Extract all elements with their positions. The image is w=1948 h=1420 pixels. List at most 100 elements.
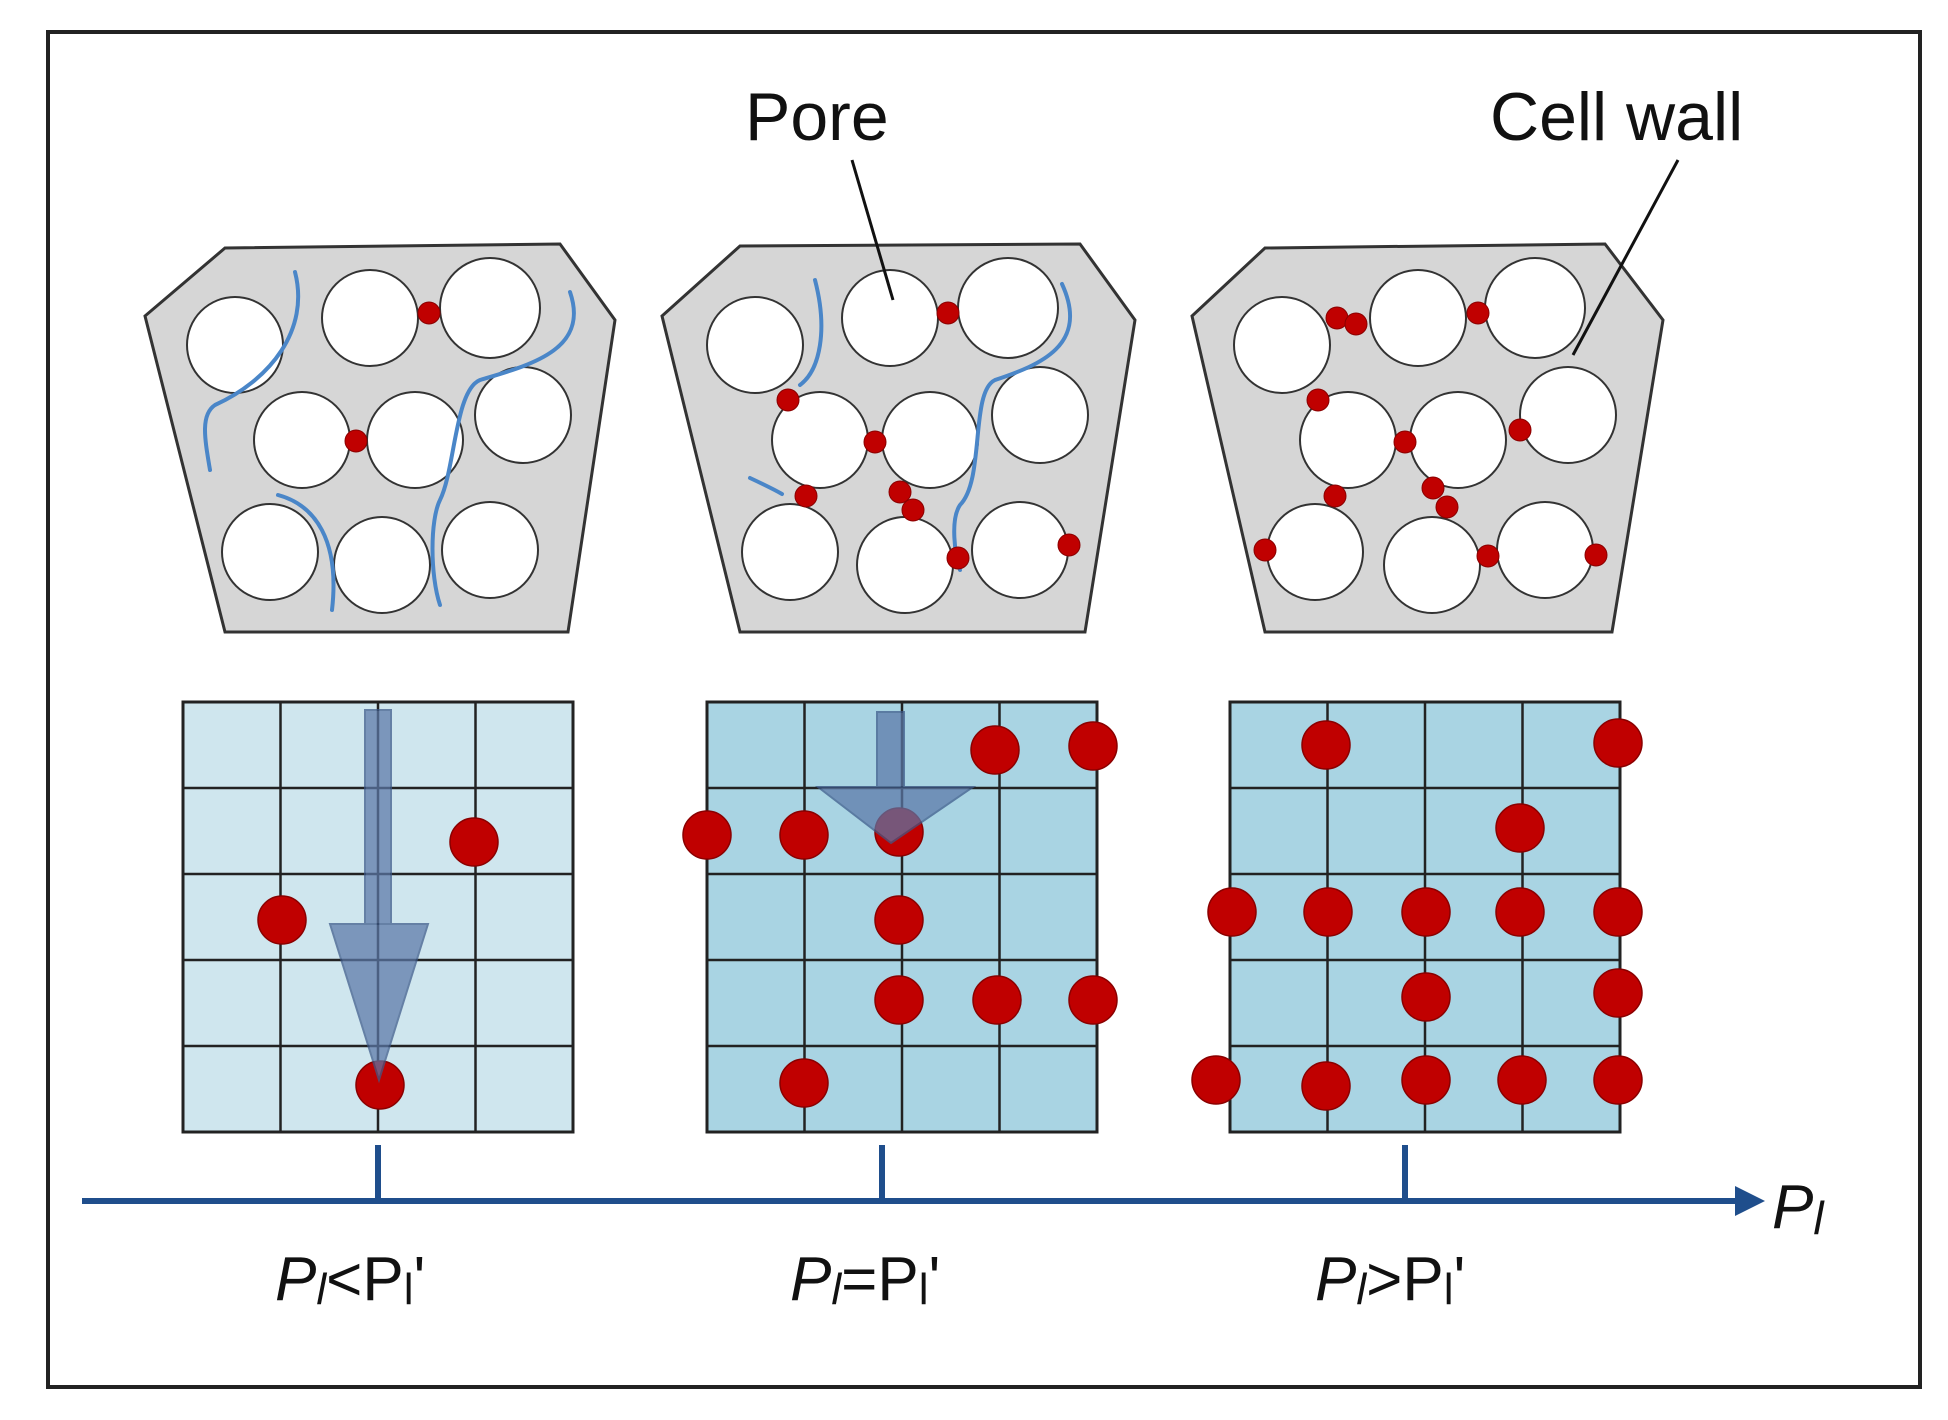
axis-arrowhead	[1735, 1186, 1765, 1216]
particle	[1191, 1055, 1241, 1105]
particle	[1301, 720, 1351, 770]
particle	[417, 301, 441, 325]
condition-labels: Pl<Pl' Pl=Pl' Pl>Pl'	[275, 1245, 1465, 1314]
pore	[1369, 269, 1467, 367]
crack	[276, 493, 336, 612]
pore	[1383, 516, 1481, 614]
particle	[1401, 972, 1451, 1022]
pore	[1484, 257, 1586, 359]
cond-left-sub: l	[831, 1265, 842, 1314]
flow-arrow-shaft	[364, 709, 392, 926]
figure-frame	[46, 30, 1922, 1389]
flow-arrow-shaft	[876, 711, 905, 789]
particle	[779, 810, 829, 860]
particle	[874, 895, 924, 945]
particle	[682, 810, 732, 860]
pores	[706, 257, 1089, 614]
particle	[344, 429, 368, 453]
cracks	[203, 270, 576, 612]
particles	[344, 301, 441, 453]
crack	[748, 476, 784, 496]
particle	[972, 975, 1022, 1025]
pore	[971, 501, 1069, 599]
cell-section-1	[143, 242, 617, 634]
pore	[957, 257, 1059, 359]
pores	[186, 257, 572, 614]
pore	[221, 503, 319, 601]
cond-right-sub: l	[404, 1265, 414, 1314]
particle	[1068, 721, 1118, 771]
particle	[1593, 718, 1643, 768]
pore	[1233, 296, 1331, 394]
cell-section-2	[660, 242, 1137, 634]
cell-sections	[143, 242, 1665, 634]
cond-left: P	[1315, 1245, 1356, 1314]
pore	[881, 391, 979, 489]
cell-wall-leader	[1571, 159, 1680, 356]
pore	[1266, 503, 1364, 601]
particle	[1593, 887, 1643, 937]
pore	[333, 516, 431, 614]
particle	[1207, 887, 1257, 937]
particle	[1253, 538, 1277, 562]
cond-prime: '	[929, 1245, 941, 1314]
grid-2	[682, 700, 1118, 1134]
axis-var-sub: l	[1813, 1192, 1825, 1244]
cond-op: =	[841, 1245, 877, 1314]
grid-1	[181, 700, 575, 1134]
pore	[706, 296, 804, 394]
cell-section-3	[1190, 242, 1665, 634]
cond-right-sub: l	[1444, 1265, 1454, 1314]
cell-wall-label: Cell wall	[1490, 79, 1743, 155]
pore	[439, 257, 541, 359]
particle	[1306, 388, 1330, 412]
pore	[186, 296, 284, 394]
cond-left-sub: l	[1356, 1265, 1367, 1314]
pressure-axis: Pl	[82, 1145, 1825, 1244]
particle	[1495, 887, 1545, 937]
cond-left: P	[275, 1245, 316, 1314]
cond-op: >	[1366, 1245, 1402, 1314]
particle-grids	[181, 700, 1643, 1134]
axis-label: Pl	[1772, 1173, 1825, 1244]
particle	[776, 388, 800, 412]
grid-3	[1191, 700, 1643, 1134]
condition-label-2: Pl=Pl'	[790, 1245, 940, 1314]
cond-left: P	[790, 1245, 831, 1314]
flow-arrow	[815, 711, 977, 845]
condition-label-3: Pl>Pl'	[1315, 1245, 1465, 1314]
crack	[430, 290, 576, 607]
particle	[794, 484, 818, 508]
particle	[1393, 430, 1417, 454]
cracks	[748, 278, 1072, 572]
particle	[1508, 418, 1532, 442]
particle	[1303, 887, 1353, 937]
particle	[901, 498, 925, 522]
particle	[1593, 1055, 1643, 1105]
particle	[449, 817, 499, 867]
particle	[779, 1058, 829, 1108]
particle	[1435, 495, 1459, 519]
pore	[441, 501, 539, 599]
pore	[991, 366, 1089, 464]
particle	[1476, 544, 1500, 568]
axis-var: P	[1772, 1173, 1813, 1242]
particle	[1421, 476, 1445, 500]
particle	[888, 480, 912, 504]
pore-leader	[850, 159, 895, 301]
particle	[1344, 312, 1368, 336]
particle	[1323, 484, 1347, 508]
particle	[1401, 887, 1451, 937]
particle	[1495, 803, 1545, 853]
particle	[257, 895, 307, 945]
particle	[1057, 533, 1081, 557]
particle	[1497, 1055, 1547, 1105]
pore	[1409, 391, 1507, 489]
particles	[1253, 301, 1608, 568]
particle	[1466, 301, 1490, 325]
particle	[863, 430, 887, 454]
crack	[798, 278, 824, 387]
cond-right-sub: l	[919, 1265, 929, 1314]
cond-right: P	[877, 1245, 918, 1314]
particle	[1301, 1061, 1351, 1111]
